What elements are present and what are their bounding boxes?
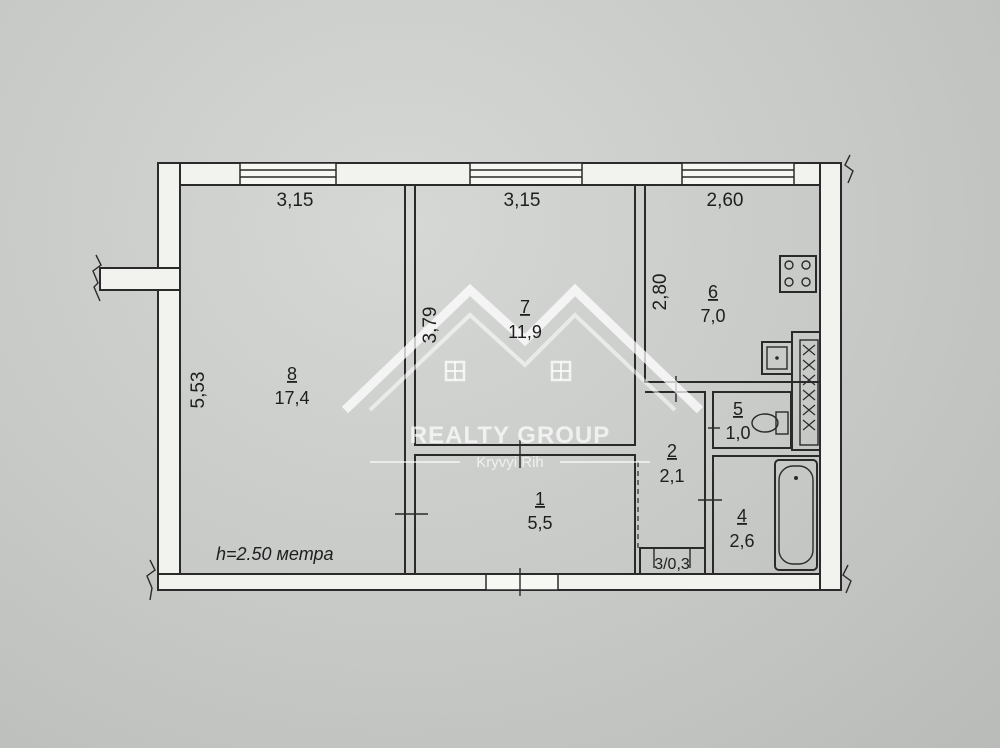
room-1-number: 1 bbox=[535, 489, 545, 509]
watermark: REALTY GROUP Kryvyi Rih bbox=[341, 283, 704, 471]
watermark-brand: REALTY GROUP bbox=[410, 422, 610, 449]
vent-shaft bbox=[791, 331, 821, 451]
room6-width-label: 2,60 bbox=[707, 190, 744, 211]
room7-length-label: 3,79 bbox=[420, 307, 441, 344]
watermark-city: Kryvyi Rih bbox=[476, 454, 544, 471]
room-3-label: 3/0,3 bbox=[654, 556, 690, 573]
room-1-area: 5,5 bbox=[527, 513, 552, 533]
fixtures bbox=[751, 255, 818, 571]
room-7-outline bbox=[414, 184, 636, 446]
room-2-area: 2,1 bbox=[659, 466, 684, 486]
room-4-number: 4 bbox=[737, 506, 747, 526]
room-2-number: 2 bbox=[667, 441, 677, 461]
break-marks bbox=[92, 154, 854, 601]
room-5-area: 1,0 bbox=[725, 423, 750, 443]
room8-length-label: 5,53 bbox=[188, 372, 209, 409]
room-outlines bbox=[179, 184, 821, 575]
room-8-number: 8 bbox=[287, 364, 297, 384]
windows bbox=[239, 162, 795, 596]
room-7-area: 11,9 bbox=[508, 322, 542, 342]
toilet-icon bbox=[751, 411, 789, 435]
room-labels: 8 17,4 7 11,9 6 7,0 5 1,0 4 2,6 2 2,1 1 … bbox=[274, 282, 754, 573]
room8-width-label: 3,15 bbox=[277, 190, 314, 211]
bathtub-icon bbox=[774, 459, 818, 571]
room-7-number: 7 bbox=[520, 297, 530, 317]
room-8-area: 17,4 bbox=[274, 388, 309, 408]
outer-walls bbox=[99, 162, 842, 591]
room-1-outline bbox=[414, 454, 636, 575]
room7-width-label: 3,15 bbox=[504, 190, 541, 211]
room-4-area: 2,6 bbox=[729, 531, 754, 551]
stove-icon bbox=[779, 255, 817, 293]
dimensions: 3,15 3,15 2,60 5,53 3,79 2,80 bbox=[188, 190, 743, 408]
room-4-outline bbox=[712, 455, 821, 575]
room-5-number: 5 bbox=[733, 399, 743, 419]
room6-length-label: 2,80 bbox=[650, 274, 671, 311]
room-3-outline bbox=[639, 547, 706, 575]
room-6-number: 6 bbox=[708, 282, 718, 302]
window-icon bbox=[444, 360, 572, 382]
ceiling-height-note: h=2.50 метра bbox=[216, 544, 334, 564]
room-6-area: 7,0 bbox=[700, 306, 725, 326]
sink-icon bbox=[761, 341, 793, 375]
door-marks bbox=[395, 376, 722, 568]
room-6-outline bbox=[644, 184, 821, 383]
